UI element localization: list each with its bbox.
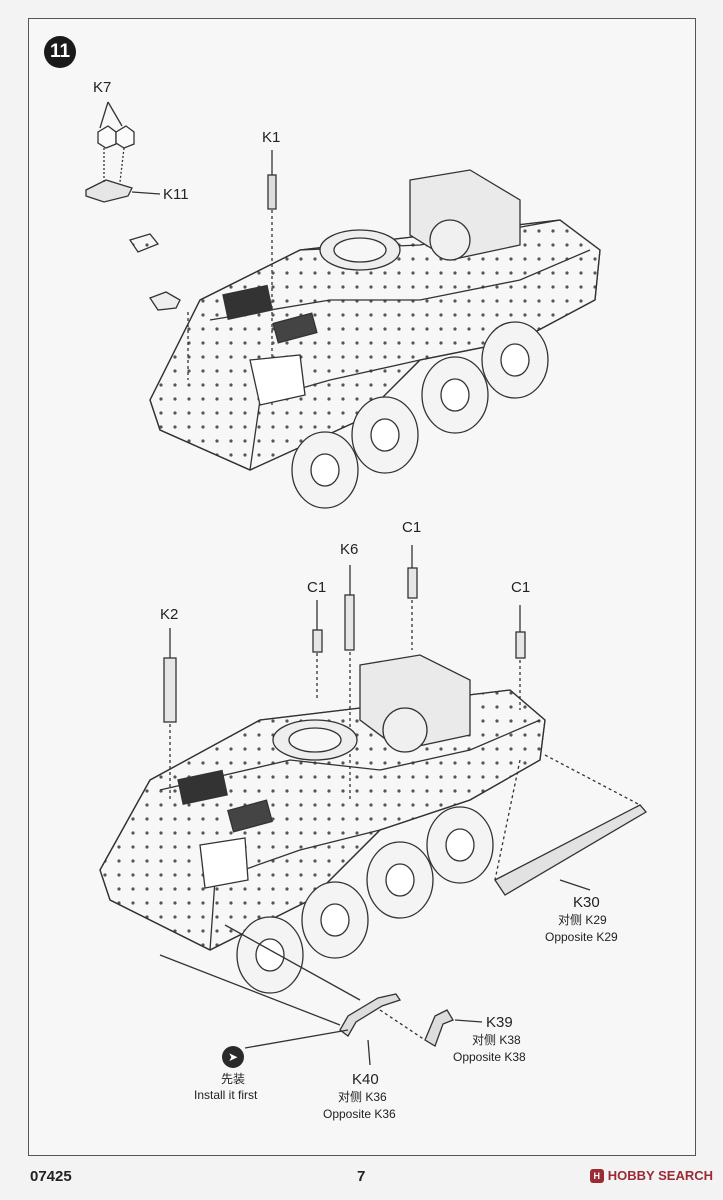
- label-c1-right: C1: [511, 579, 531, 596]
- label-k1: K1: [262, 129, 281, 146]
- step-number-badge: 11: [44, 36, 76, 68]
- label-c1-left: C1: [307, 579, 327, 596]
- label-k30: K30: [573, 894, 600, 911]
- label-k40-cn: 对侧 K36: [338, 1090, 387, 1104]
- note-install-first-cn: 先装: [221, 1072, 246, 1086]
- brand-logo-icon: H: [589, 1168, 604, 1183]
- watermark: H HOBBY SEARCH: [589, 1168, 713, 1183]
- page-number: 7: [357, 1168, 366, 1185]
- label-k39-en: Opposite K38: [453, 1050, 526, 1064]
- label-k40: K40: [352, 1071, 379, 1088]
- label-k7: K7: [93, 79, 112, 96]
- install-first-icon: ➤: [222, 1046, 244, 1068]
- watermark-text: HOBBY SEARCH: [607, 1168, 713, 1183]
- note-install-first-en: Install it first: [194, 1088, 258, 1102]
- label-c1-top: C1: [402, 519, 422, 536]
- bottom-vehicle-drawing: [99, 545, 647, 1066]
- label-k2: K2: [160, 606, 179, 623]
- label-k30-cn: 对侧 K29: [558, 913, 607, 927]
- label-k40-en: Opposite K36: [323, 1107, 396, 1121]
- label-k39-cn: 对侧 K38: [472, 1033, 521, 1047]
- label-k11: K11: [163, 186, 189, 203]
- top-vehicle-drawing: [85, 101, 601, 509]
- label-k39: K39: [486, 1014, 513, 1031]
- label-k6: K6: [340, 541, 359, 558]
- product-code: 07425: [30, 1168, 72, 1185]
- page-frame: [28, 18, 696, 1156]
- label-k30-en: Opposite K29: [545, 930, 618, 944]
